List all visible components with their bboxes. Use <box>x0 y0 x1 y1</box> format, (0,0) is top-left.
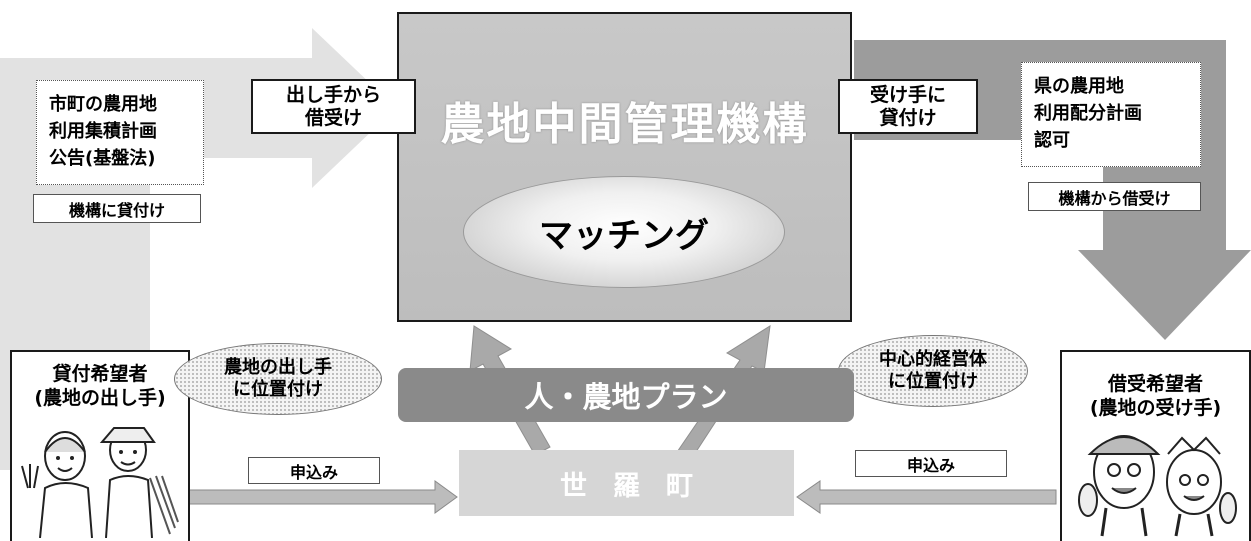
right-plan-line1: 県の農用地 <box>1034 76 1124 97</box>
right-bubble-line2: に位置付け <box>888 371 978 392</box>
right-plan-box: 県の農用地 利用配分計画 認可 <box>1021 62 1201 167</box>
right-action-label: 機構から借受け <box>1058 188 1171 208</box>
lender-title-line1: 貸付希望者 <box>52 363 148 385</box>
matching-label: マッチング <box>539 215 709 256</box>
left-bubble-line1: 農地の出し手 <box>224 357 332 378</box>
left-action-box: 機構に貸付け <box>33 194 201 223</box>
left-borrow-line2: 借受け <box>304 106 362 129</box>
matching-ellipse: マッチング <box>463 176 785 288</box>
right-lend-line1: 受け手に <box>869 83 946 106</box>
left-bubble-line2: に位置付け <box>233 379 323 400</box>
right-bubble: 中心的経営体 に位置付け <box>838 335 1028 407</box>
left-plan-line3: 公告(基盤法) <box>49 148 156 169</box>
right-action-box: 機構から借受け <box>1028 182 1201 211</box>
left-borrow-line1: 出し手から <box>285 83 381 106</box>
borrower-title-line2: (農地の受け手) <box>1089 397 1222 419</box>
left-plan-line1: 市町の農用地 <box>49 94 157 115</box>
borrower-title-line1: 借受希望者 <box>1107 373 1203 395</box>
right-bubble-line1: 中心的経営体 <box>879 349 987 370</box>
lender-panel: 貸付希望者 (農地の出し手) <box>10 350 190 541</box>
apply-arrow-left <box>169 480 458 514</box>
center-title: 農地中間管理機構 <box>440 99 809 150</box>
right-lend-label: 受け手に 貸付け <box>838 79 978 134</box>
town-label: 世羅町 <box>560 470 719 502</box>
apply-left-label: 申込み <box>289 462 338 482</box>
apply-right-label: 申込み <box>906 455 955 475</box>
right-plan-line3: 認可 <box>1034 130 1070 151</box>
apply-left-box: 申込み <box>248 457 380 484</box>
vegetable-mascots-icon <box>1078 435 1237 537</box>
town-box: 世羅町 <box>459 450 794 516</box>
right-plan-line2: 利用配分計画 <box>1034 103 1142 124</box>
lender-title-line2: (農地の出し手) <box>34 387 166 409</box>
plan-bar-label: 人・農地プラン <box>524 380 728 414</box>
left-plan-line2: 利用集積計画 <box>49 121 157 142</box>
left-action-label: 機構に貸付け <box>68 200 165 220</box>
right-lend-line2: 貸付け <box>879 106 937 129</box>
apply-arrow-right <box>796 480 1057 514</box>
left-bubble: 農地の出し手 に位置付け <box>174 343 382 415</box>
borrower-panel: 借受希望者 (農地の受け手) <box>1060 350 1251 541</box>
left-borrow-label: 出し手から 借受け <box>251 79 416 134</box>
farmers-illustration-icon <box>21 427 179 538</box>
plan-bar: 人・農地プラン <box>398 368 854 422</box>
left-plan-box: 市町の農用地 利用集積計画 公告(基盤法) <box>36 80 204 185</box>
center-organization-box <box>397 12 852 322</box>
apply-right-box: 申込み <box>855 450 1007 477</box>
